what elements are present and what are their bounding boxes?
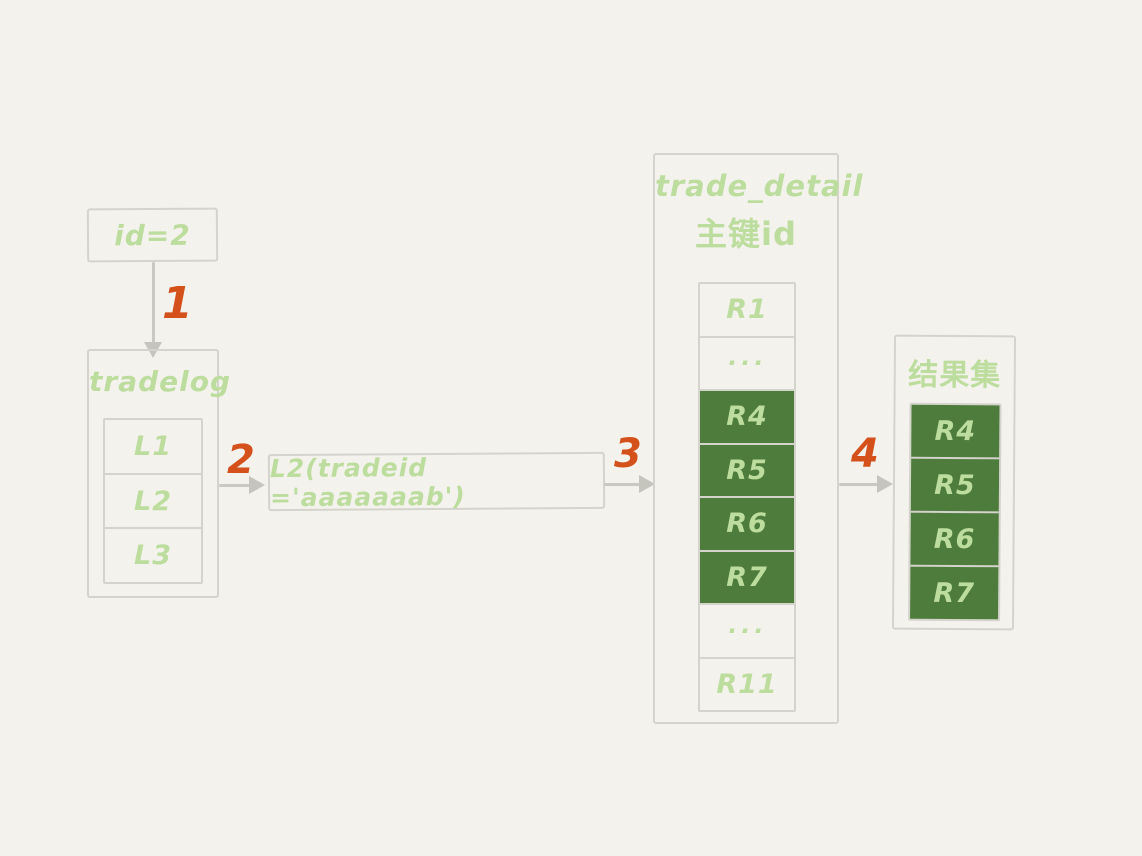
step-1-label: 1	[162, 278, 193, 329]
detail-row-r4: R4	[700, 391, 794, 445]
query-box: L2(tradeid ='aaaaaaab')	[267, 451, 606, 512]
tradelog-row-l2: L2	[105, 475, 201, 530]
trade-detail-table: R1 ··· R4 R5 R6 R7 ··· R11	[698, 282, 796, 712]
detail-row-r6: R6	[700, 498, 794, 552]
trade-detail-box: trade_detail 主键id R1 ··· R4 R5 R6 R7 ···…	[653, 153, 864, 724]
detail-row-ellipsis-bottom: ···	[700, 605, 794, 659]
arrow-3-line	[604, 483, 640, 486]
result-row-r5: R5	[910, 458, 1000, 514]
result-set-title: 结果集	[908, 357, 1002, 394]
id-box-label: id=2	[114, 218, 191, 252]
step-3-label: 3	[614, 431, 642, 477]
trade-detail-title: trade_detail	[655, 169, 864, 203]
result-row-r4: R4	[911, 404, 1000, 460]
tradelog-row-l1: L1	[105, 420, 201, 475]
step-2-label: 2	[227, 437, 255, 483]
tradelog-title: tradelog	[89, 365, 231, 398]
tradelog-table: L1 L2 L3	[103, 418, 203, 584]
arrow-4-line	[839, 483, 878, 486]
result-set-table: R4 R5 R6 R7	[908, 402, 1002, 622]
detail-row-ellipsis-top: ···	[700, 338, 794, 391]
detail-row-r11: R11	[716, 668, 778, 700]
detail-row-r7: R7	[700, 551, 794, 605]
result-row-r7: R7	[910, 566, 999, 620]
tradelog-box: tradelog L1 L2 L3	[87, 349, 231, 598]
tradelog-row-l3: L3	[134, 540, 172, 572]
step-4-label: 4	[851, 431, 879, 477]
detail-row-r5: R5	[700, 444, 794, 498]
detail-row-r1: R1	[700, 284, 794, 338]
query-label: L2(tradeid ='aaaaaaab')	[269, 452, 466, 512]
arrow-4-head-icon	[877, 475, 893, 493]
result-row-r6: R6	[910, 512, 999, 568]
arrow-2-head-icon	[249, 476, 265, 494]
trade-detail-subtitle: 主键id	[695, 215, 797, 253]
id-equals-2-box: id=2	[86, 207, 219, 263]
arrow-2-line	[219, 484, 250, 487]
arrow-3-head-icon	[639, 475, 655, 493]
arrow-1-line	[152, 262, 155, 344]
result-set-box: 结果集 R4 R5 R6 R7	[891, 334, 1017, 631]
